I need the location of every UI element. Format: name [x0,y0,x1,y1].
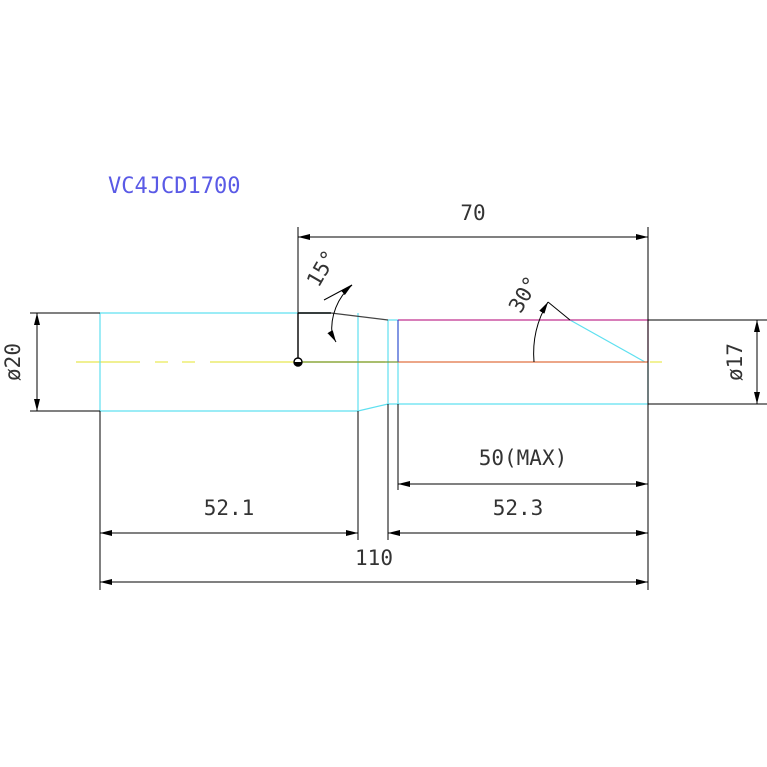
dim-50max-label: 50(MAX) [479,446,568,470]
dim-52-3-label: 52.3 [493,496,544,520]
dim-dia17-label: ø17 [723,343,747,381]
angle-30-label: 30° [504,272,544,317]
bore-outline [398,319,649,362]
dim-52-1-label: 52.1 [204,496,255,520]
angle-15-label: 15° [302,246,342,291]
dim-110-label: 110 [355,546,393,570]
dim-dia20-label: ø20 [1,343,25,381]
dimension-lines [30,227,767,590]
chamfer-line [330,312,389,321]
datum-point [293,312,331,367]
dim-70-label: 70 [460,201,485,225]
drawing-title: VC4JCD1700 [108,174,240,199]
